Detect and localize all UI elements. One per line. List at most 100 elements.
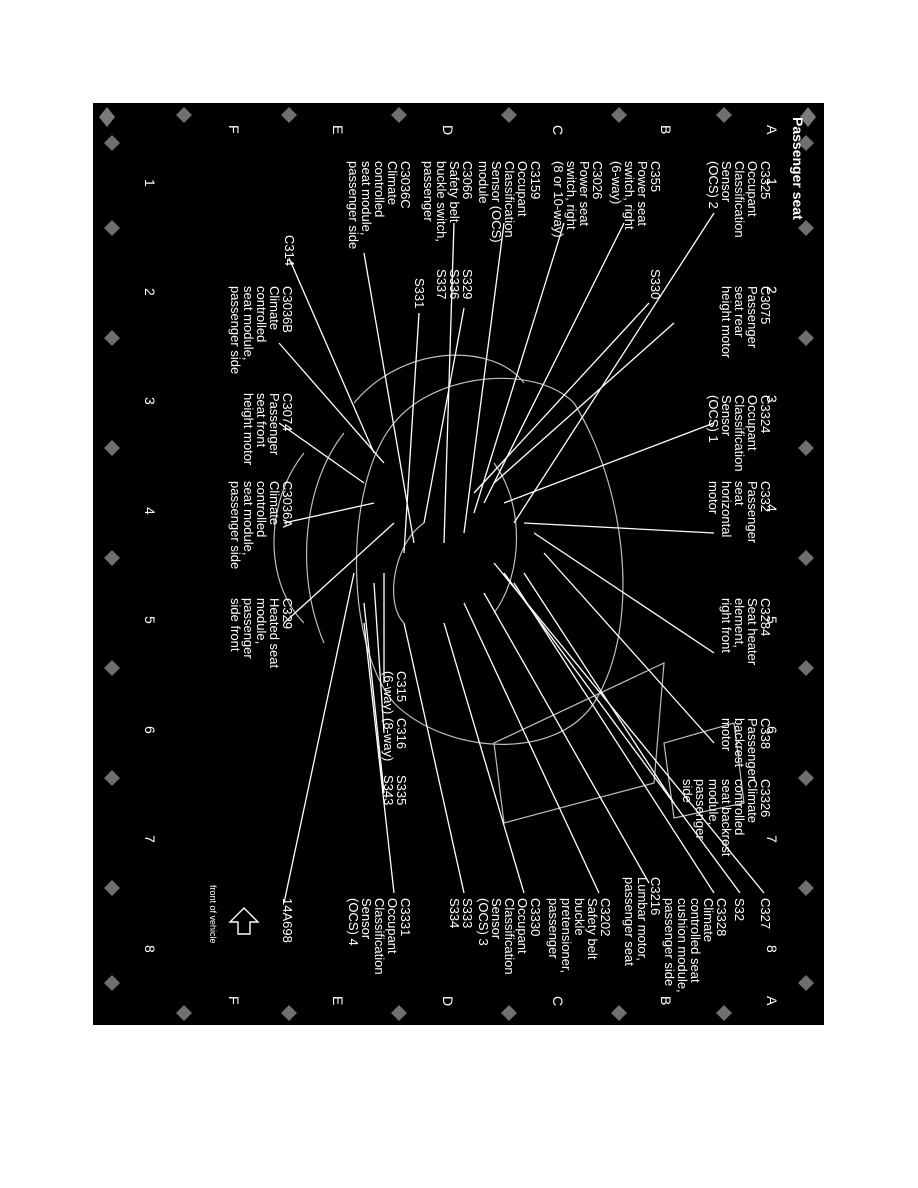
col-7-bottom: 7 xyxy=(142,835,158,843)
tick-marker xyxy=(798,330,814,346)
leader-line xyxy=(533,532,715,654)
label-c314: C314 xyxy=(282,235,297,267)
tick-marker xyxy=(611,1005,627,1021)
label-c3326: C3326 Climate controlled seat backrest m… xyxy=(680,779,773,857)
leader-line xyxy=(473,222,565,514)
leader-line xyxy=(523,572,675,804)
label-c3074: C3074 Passenger seat front height motor xyxy=(241,393,295,466)
row-c-left: C xyxy=(550,125,566,136)
col-8-top: 8 xyxy=(764,945,780,953)
leader-line xyxy=(483,592,650,884)
page-title: Passenger seat xyxy=(790,117,806,220)
tick-marker xyxy=(798,975,814,991)
leader-line xyxy=(513,212,715,524)
tick-marker xyxy=(391,107,407,123)
tick-marker xyxy=(104,330,120,346)
tick-marker xyxy=(798,550,814,566)
label-c355: C355 Power seat switch, right (6-way) xyxy=(609,161,663,230)
row-c-right: C xyxy=(550,996,566,1007)
label-c329: C329 Heated seat module, passenger side … xyxy=(228,598,295,669)
col-5-bottom: 5 xyxy=(142,616,158,624)
label-c316: C316 (8-way) xyxy=(381,718,409,762)
tick-marker xyxy=(716,1005,732,1021)
label-c3036b: C3036B Climate controlled seat module, p… xyxy=(228,286,295,375)
tick-marker xyxy=(798,135,814,151)
row-a-left: A xyxy=(764,125,780,135)
label-c332: C332 Passenger seat horizontal motor xyxy=(706,481,773,544)
row-f-right: F xyxy=(226,996,242,1005)
leader-line xyxy=(503,422,715,504)
label-s335: S335 S343 xyxy=(381,775,409,806)
col-2-bottom: 2 xyxy=(142,288,158,296)
tick-marker xyxy=(104,135,120,151)
leader-line xyxy=(463,602,600,894)
leader-line xyxy=(443,622,525,894)
leader-line xyxy=(283,572,355,904)
leader-line xyxy=(463,222,505,534)
label-c3284: C3284 Seat heater element, right front xyxy=(719,598,773,666)
tick-marker xyxy=(104,770,120,786)
tick-marker xyxy=(281,1005,297,1021)
label-c3159: C3159 Occupant Classification Sensor (OC… xyxy=(476,161,543,243)
col-6-bottom: 6 xyxy=(142,726,158,734)
tick-marker xyxy=(798,770,814,786)
seat-outline xyxy=(273,354,745,824)
tick-marker xyxy=(104,220,120,236)
leader-line xyxy=(513,582,715,894)
tick-marker xyxy=(176,107,192,123)
label-s32: S32 xyxy=(732,898,747,922)
tick-marker xyxy=(104,440,120,456)
label-c3328: C3328 Climate controlled seat cushion mo… xyxy=(662,898,729,993)
tick-marker xyxy=(501,107,517,123)
leader-line xyxy=(543,552,715,744)
col-3-bottom: 3 xyxy=(142,397,158,405)
leader-line xyxy=(523,522,715,534)
label-c3330: C3330 Occupant Classification Sensor (OC… xyxy=(476,898,543,975)
row-e-left: E xyxy=(330,125,346,135)
row-d-right: D xyxy=(440,996,456,1007)
leader-line xyxy=(403,312,420,554)
label-c3026: C3026 Power seat switch, right (8 or 10-… xyxy=(551,161,605,238)
label-c3325: C3325 Occupant Classification Sensor (OC… xyxy=(706,161,773,238)
tick-markers xyxy=(104,107,814,1021)
label-c338: C338 Passenger backrest motor xyxy=(719,718,773,781)
tick-marker xyxy=(391,1005,407,1021)
leader-line xyxy=(283,522,395,624)
tick-marker xyxy=(176,1005,192,1021)
leader-line xyxy=(288,257,375,454)
label-c315: C315 (6-way) xyxy=(381,671,409,715)
label-c3075: C3075 Passenger seat rear height motor xyxy=(719,286,773,359)
tick-marker xyxy=(281,107,297,123)
leader-line xyxy=(443,222,455,544)
leader-line xyxy=(278,342,385,464)
label-s329: S329 S336 S337 xyxy=(434,269,475,300)
leader-lines xyxy=(278,212,765,904)
front-of-vehicle-label: front of vehicle xyxy=(208,885,218,944)
label-c3066: C3066 Safety belt buckle switch, passeng… xyxy=(421,161,475,242)
tick-marker xyxy=(716,107,732,123)
leader-line xyxy=(278,422,365,484)
label-s331: S331 xyxy=(412,278,427,309)
diagram-frame: Passenger seat 1 2 3 4 5 6 7 8 1 2 3 4 5… xyxy=(93,103,824,1025)
tick-marker xyxy=(798,220,814,236)
label-c3216: C3216 Lumbar motor, passenger seat xyxy=(622,877,663,966)
label-c3324: C3324 Occupant Classification Sensor (OC… xyxy=(706,395,773,472)
rotated-canvas: Passenger seat 1 2 3 4 5 6 7 8 1 2 3 4 5… xyxy=(93,103,824,1025)
col-4-bottom: 4 xyxy=(142,507,158,515)
front-arrow-icon xyxy=(228,907,260,935)
tick-marker xyxy=(104,660,120,676)
tick-marker xyxy=(798,440,814,456)
label-c327: C327 xyxy=(758,898,773,930)
row-b-right: B xyxy=(658,996,674,1006)
tick-marker xyxy=(104,975,120,991)
row-e-right: E xyxy=(330,996,346,1006)
label-s330: S330 xyxy=(648,269,663,300)
leader-line xyxy=(363,602,385,794)
leader-line xyxy=(363,622,395,894)
col-8-bottom: 8 xyxy=(142,945,158,953)
tick-marker xyxy=(104,550,120,566)
tick-marker xyxy=(104,880,120,896)
leader-line xyxy=(373,582,385,734)
label-c3331: C3331 Occupant Classification Sensor (OC… xyxy=(346,898,413,975)
leader-line xyxy=(283,502,375,524)
